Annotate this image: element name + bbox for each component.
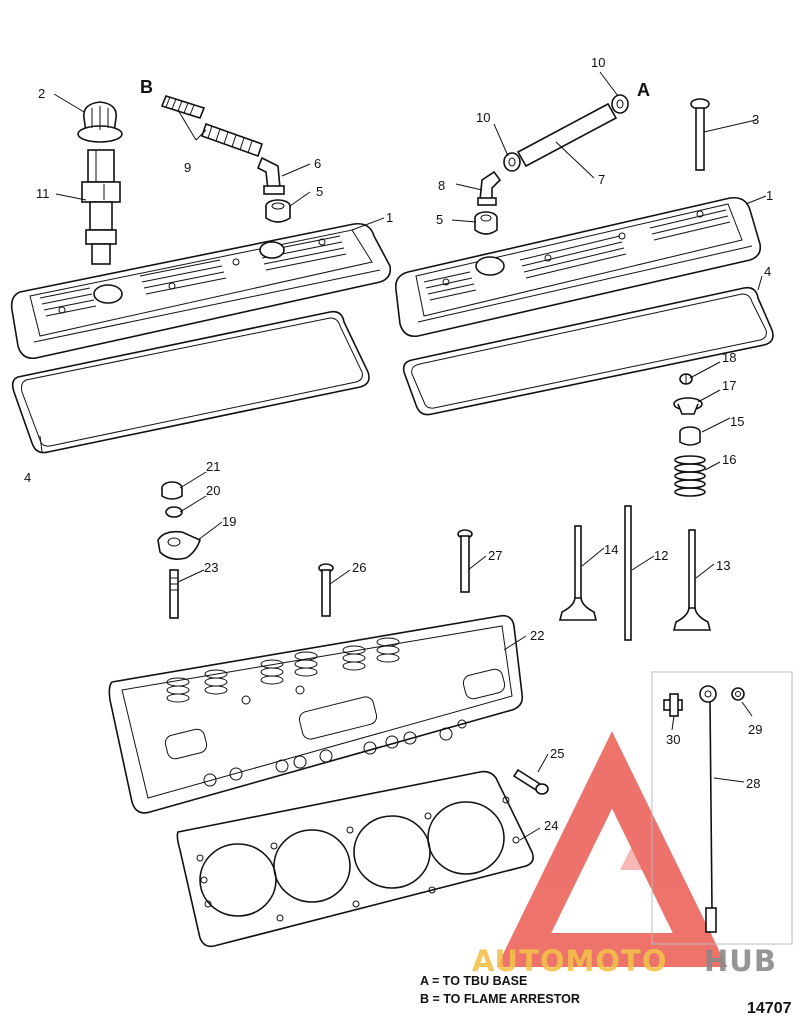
callout-22: 22 [530,628,544,643]
rocker-arm-ball [165,506,183,518]
watermark-brand-part1: AUTOMOTO [472,944,667,978]
legend-a: A = TO TBU BASE [420,974,528,988]
callout-25: 25 [550,746,564,761]
callout-15: 15 [730,414,744,429]
intake-valve [558,525,598,621]
callout-4-right: 4 [764,264,771,279]
exhaust-valve [672,529,712,631]
callout-28: 28 [746,776,760,791]
hose-clamp-top [611,94,629,114]
leader-lines [39,71,767,841]
valve-cover-gasket-right [402,286,774,416]
legend-b: B = TO FLAME ARRESTOR [420,992,580,1006]
callout-5-right: 5 [436,212,443,227]
head-bolt-angled [512,768,549,795]
oil-filler-cap [77,101,123,143]
callout-7: 7 [598,172,605,187]
valve-cover-gasket-left [11,310,370,454]
elbow-fitting-right [477,170,502,206]
valve-keepers [679,373,693,385]
elbow-fitting-left [256,156,285,195]
callout-27: 27 [488,548,502,563]
grommet-right [474,211,498,235]
marker-letter-a: A [637,80,650,100]
grommet-left [265,199,291,223]
callout-10-top: 10 [591,55,605,70]
callout-23: 23 [204,560,218,575]
watermark-logo [496,731,728,967]
callout-17: 17 [722,378,736,393]
callout-20: 20 [206,483,220,498]
watermark-text: AUTOMOTO HUB [472,944,777,978]
callout-3: 3 [752,112,759,127]
callout-5-left: 5 [316,184,323,199]
callout-21: 21 [206,459,220,474]
rocker-arm-stud [169,569,179,619]
callout-11: 11 [36,186,50,201]
callout-6: 6 [314,156,321,171]
callout-16: 16 [722,452,736,467]
valve-cover-left [10,222,392,360]
valve-stem-seal [679,426,701,446]
rocker-arm-nut [161,481,183,500]
marker-letter-b: B [140,77,153,97]
callout-19: 19 [222,514,236,529]
valve-cover-bolt [690,98,710,171]
figure-number: 14707 [747,1000,792,1017]
callout-29: 29 [748,722,762,737]
valve-cover-right [394,196,762,338]
sensor-wire-lead [699,685,717,933]
rocker-arm [157,530,201,560]
callout-12: 12 [654,548,668,563]
cylinder-head [108,614,524,814]
callout-4-left: 4 [24,470,31,485]
callout-10-mid: 10 [476,110,490,125]
callout-9: 9 [184,160,191,175]
callout-2: 2 [38,86,45,101]
callout-1-left: 1 [386,210,393,225]
callout-8: 8 [438,178,445,193]
sensor-nut [731,687,745,701]
callout-24: 24 [544,818,558,833]
callout-26: 26 [352,560,366,575]
valve-spring [674,455,706,497]
hose-to-tbu-base [516,102,618,168]
cylinder-head-gasket [176,770,534,948]
head-bolt-short [318,563,334,617]
sensor-panel-frame [651,671,793,945]
head-bolt-long [457,529,473,593]
callout-14: 14 [604,542,618,557]
callout-13: 13 [716,558,730,573]
hose-to-flame-arrestor [160,95,264,158]
callout-numbers: 2 9 6 5 11 1 4 10 10 7 8 5 3 1 4 18 17 1… [24,55,773,833]
callout-18: 18 [722,350,736,365]
hose-clamp-mid [503,152,521,172]
pushrod [624,505,632,641]
oil-filler-tube [81,149,121,265]
valve-spring-retainer [673,397,703,415]
callout-1-right: 1 [766,188,773,203]
watermark-brand-part2: HUB [704,944,777,978]
callout-30: 30 [666,732,680,747]
coolant-sensor [663,693,683,717]
